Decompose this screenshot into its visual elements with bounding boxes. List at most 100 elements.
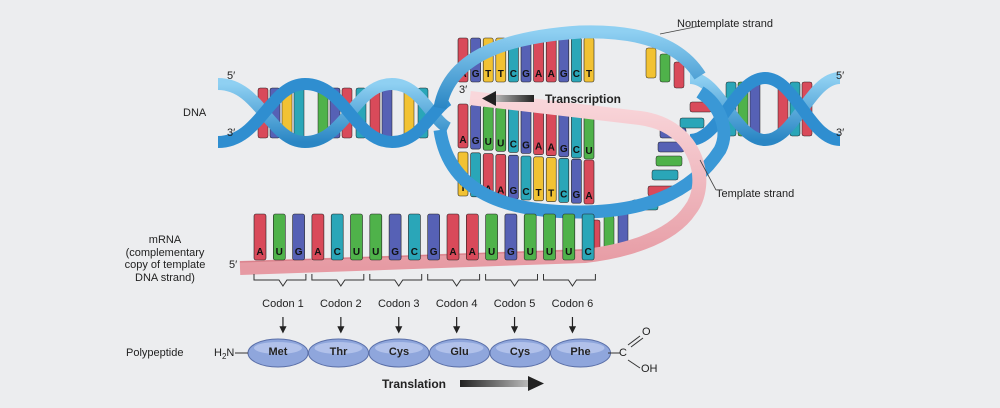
c-terminus-carbon: C	[619, 347, 627, 359]
mrna-base: C	[330, 213, 344, 261]
mrna-bubble-base: A	[533, 110, 544, 155]
mrna-base: A	[446, 213, 460, 261]
codon-bracket	[253, 274, 307, 287]
base-letter: A	[497, 185, 504, 196]
base-letter: G	[560, 69, 568, 80]
base-letter: A	[459, 135, 466, 146]
mrna-base: U	[543, 213, 556, 261]
translation-label: Translation	[382, 377, 447, 391]
codon-label: Codon 3	[377, 298, 420, 310]
base-letter: G	[522, 141, 530, 152]
template-base: T	[545, 157, 557, 202]
template-base: A	[583, 159, 595, 205]
template-base: C	[558, 158, 570, 203]
c-terminus-hydroxyl: OH	[641, 363, 658, 375]
base-letter: U	[488, 247, 495, 258]
mrna-label-line-3: copy of template	[124, 259, 206, 271]
polypeptide-label: Polypeptide	[126, 347, 184, 359]
codon-bracket	[485, 274, 538, 287]
mrna-base: A	[465, 213, 479, 261]
transcription-arrow	[494, 95, 534, 102]
polypeptide-chain	[247, 338, 611, 368]
base-letter: G	[472, 69, 480, 80]
codon-label: Codon 2	[320, 298, 362, 310]
base-letter: U	[565, 247, 572, 258]
nontemplate-base: A	[545, 37, 557, 83]
template-base: G	[508, 154, 519, 200]
right-helix-strand-b	[689, 71, 841, 146]
left-five-prime: 5′	[227, 70, 236, 82]
helix-base-pair	[293, 87, 305, 139]
strand-base-fragment	[655, 155, 683, 167]
left-three-prime: 3′	[227, 127, 236, 139]
mrna-base: G	[504, 213, 518, 261]
base-block	[545, 157, 557, 202]
base-letter: G	[391, 247, 399, 258]
left-helix-strand-b	[217, 77, 452, 149]
base-letter: U	[497, 138, 504, 149]
base-letter: C	[522, 187, 529, 198]
mrna-base: U	[272, 213, 286, 261]
mrna-bubble-base: U	[482, 105, 494, 151]
nontemplate-base: T	[583, 37, 595, 83]
base-letter: U	[485, 137, 492, 148]
codon-bracket	[311, 274, 365, 287]
base-block	[311, 213, 325, 261]
base-letter: A	[535, 142, 542, 153]
base-letter: T	[485, 69, 491, 80]
codon-bracket	[369, 274, 423, 287]
mrna-base: G	[292, 213, 305, 261]
template-base: G	[571, 158, 582, 204]
mrna-label-line-2: (complementary	[125, 246, 205, 259]
mrna-base: U	[562, 213, 576, 261]
dna-label: DNA	[183, 107, 207, 119]
base-block	[543, 213, 556, 261]
mrna-base: G	[388, 213, 402, 261]
base-block	[558, 158, 570, 203]
nontemplate-base: A	[533, 37, 544, 83]
codon-label: Codon 5	[493, 298, 536, 310]
right-five-prime: 5′	[836, 70, 845, 82]
base-letter: G	[560, 144, 568, 155]
amino-acid-label: Cys	[388, 346, 410, 358]
mrna-bubble-base: G	[470, 104, 481, 150]
base-letter: A	[548, 143, 555, 154]
strand-base-fragment	[659, 53, 671, 83]
base-letter: C	[334, 247, 341, 258]
mrna-bubble-base: G	[558, 112, 570, 158]
base-letter: C	[584, 247, 591, 258]
base-letter: A	[548, 69, 555, 80]
base-letter: A	[314, 247, 321, 258]
mrna-bubble-base: U	[495, 107, 507, 152]
nontemplate-base: G	[558, 37, 570, 83]
right-helix-strand-a	[689, 72, 841, 147]
nontemplate-leader-line	[659, 25, 701, 35]
mrna-base: A	[311, 213, 325, 261]
helix-base-pair	[749, 81, 761, 137]
base-block	[408, 213, 421, 261]
base-letter: C	[560, 189, 567, 200]
mrna-base: G	[427, 213, 441, 261]
base-letter: U	[527, 247, 534, 258]
base-letter: T	[460, 183, 466, 194]
base-block	[504, 213, 518, 261]
base-letter: G	[430, 247, 438, 258]
mrna-base: C	[581, 213, 595, 261]
strand-base-fragment	[679, 117, 705, 129]
amino-acid-label: Met	[268, 346, 288, 358]
base-letter: U	[546, 247, 553, 258]
base-block	[292, 213, 305, 261]
bubble-three-prime: 3′	[459, 84, 468, 96]
mrna-description: mRNA (complementary copy of template DNA…	[115, 234, 215, 284]
codon-label: Codon 1	[262, 298, 304, 310]
base-letter: T	[586, 69, 592, 80]
template-strand-backbone	[433, 86, 731, 219]
base-letter: T	[536, 188, 542, 199]
mrna-base: C	[408, 213, 421, 261]
strand-base-fragment	[645, 47, 657, 79]
template-base: A	[495, 154, 507, 199]
template-base: T	[533, 156, 544, 202]
